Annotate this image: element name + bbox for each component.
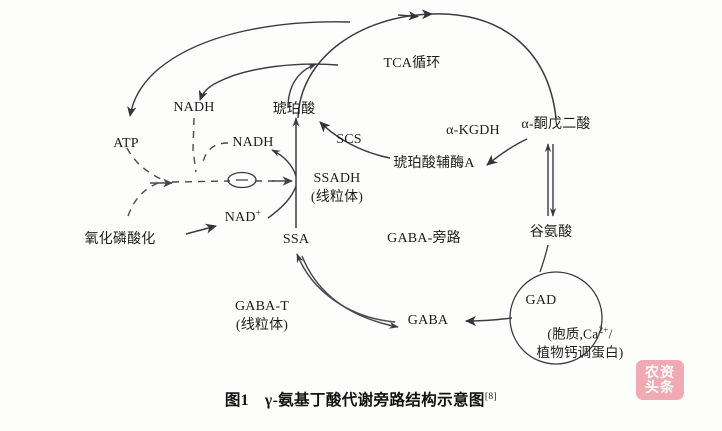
label-ssadh-name: SSADH (313, 171, 361, 187)
label-succinyl-coa: 琥珀酸辅酶A (393, 156, 475, 172)
label-oxidative-phosphorylation: 氧化磷酸化 (84, 232, 156, 248)
label-gad-location-post: / (608, 326, 613, 342)
caption-reference: [8] (484, 391, 498, 402)
label-atp: ATP (113, 136, 139, 152)
label-glutamate: 谷氨酸 (529, 225, 573, 241)
label-gad-location-charge: 2+ (598, 325, 609, 336)
label-gad: GAD (525, 293, 557, 309)
label-gad-location: (胞质,Ca2+/ 植物钙调蛋白) (537, 324, 624, 362)
label-gaba-t-location: (线粒体) (235, 318, 289, 333)
caption-number: 图1 (224, 392, 249, 409)
watermark-box: 农资 头条 (636, 360, 684, 400)
watermark-line-2: 头条 (645, 379, 675, 395)
label-gad-location-line2: 植物钙调蛋白) (536, 344, 624, 360)
glutamate-ketoglutarate-double-arrow (544, 143, 557, 217)
label-gaba: GABA (407, 313, 449, 329)
scs-arrow (319, 121, 391, 159)
mitochondrion-icon (227, 171, 257, 189)
gaba-t-curve (296, 253, 399, 329)
ssadh-to-nadh-curve (271, 149, 297, 177)
label-alpha-kgdh: α-KGDH (446, 123, 500, 139)
glutamate-to-gad-line (539, 244, 549, 273)
label-gaba-t-name: GABA-T (234, 299, 290, 315)
dashed-electron-transport-network (126, 117, 293, 217)
label-ssadh-location: (线粒体) (310, 190, 364, 205)
oxphos-arrow (185, 223, 217, 235)
label-succinate: 琥珀酸 (272, 102, 316, 118)
label-ssadh: SSADH (线粒体) (311, 170, 363, 208)
alpha-kgdh-arrow (486, 138, 528, 166)
label-tca-cycle: TCA循环 (383, 56, 441, 72)
label-alpha-ketoglutarate: α-酮戊二酸 (521, 117, 591, 133)
watermark-line-1: 农资 (645, 364, 675, 381)
label-nad-plus-charge: + (255, 208, 262, 219)
label-nadh-upper: NADH (173, 100, 215, 116)
label-nad-plus-text: NAD (224, 209, 256, 225)
caption-text: γ-氨基丁酸代谢旁路结构示意图 (264, 392, 485, 409)
tca-to-nadh-arrow (198, 63, 339, 101)
label-gad-location-pre: (胞质,Ca (547, 326, 599, 342)
label-gad-location-line1: (胞质,Ca2+/ (537, 324, 624, 344)
tca-to-atp-arrow (127, 21, 351, 117)
succinate-to-tca-arrow (287, 63, 317, 109)
label-ssa: SSA (282, 232, 310, 248)
label-scs: SCS (336, 132, 362, 148)
watermark-logo: 农资 头条 (636, 360, 684, 400)
label-gaba-t: GABA-T (线粒体) (235, 298, 289, 336)
figure-caption: 图1 γ-氨基丁酸代谢旁路结构示意图[8] (0, 388, 722, 410)
gad-to-gaba-arrow (465, 315, 513, 326)
nadplus-to-ssadh-curve (267, 185, 297, 219)
label-gaba-shunt: GABA-旁路 (387, 231, 461, 247)
label-nad-plus: NAD+ (225, 208, 262, 225)
label-nadh-lower: NADH (232, 135, 274, 151)
